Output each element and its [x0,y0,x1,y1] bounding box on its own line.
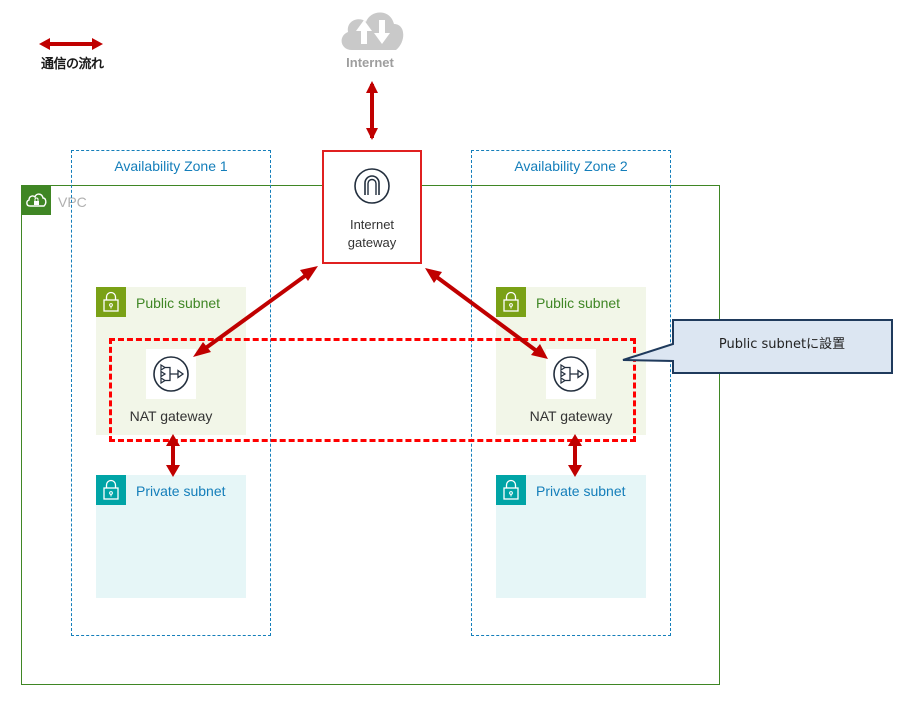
arrow-igw-nat-2 [425,268,548,359]
arrow-internet-igw [366,81,378,140]
availability-zone-2-label: Availability Zone 2 [514,158,628,174]
private-subnet-2-label: Private subnet [536,483,626,499]
nat-gateway-icon [153,356,189,392]
callout-shape [622,319,893,374]
vpc-label: VPC [58,194,87,210]
callout-text: Public subnetに設置 [718,337,846,352]
arrow-igw-nat-1 [193,266,318,357]
nat-gateway-icon [553,356,589,392]
internet-label: Internet [346,55,394,70]
availability-zone-1-label: Availability Zone 1 [114,158,228,174]
internet-cloud-icon [341,12,404,50]
vpc-badge [21,185,51,215]
internet-gateway-label: Internet gateway [322,216,422,252]
private-subnet-1-label: Private subnet [136,483,226,499]
lock-icon [503,291,519,312]
vpc-cloud-lock-icon [26,193,47,207]
internet-gateway-label-line1: Internet [349,217,395,232]
public-subnet-2-label: Public subnet [536,295,621,311]
nat-gateway-2 [546,349,596,399]
availability-zone-2 [471,150,671,636]
legend-arrow-icon [39,38,103,50]
public-subnet-1-badge [96,287,126,317]
lock-icon [103,479,119,500]
legend-label: 通信の流れ [41,57,104,72]
lock-icon [103,291,119,312]
private-subnet-1-badge [96,475,126,505]
arrow-nat-private-2 [568,434,582,477]
nat-gateway-2-label: NAT gateway [529,408,613,424]
nat-gateway-1-label: NAT gateway [129,408,213,424]
lock-icon [503,479,519,500]
availability-zone-1 [71,150,271,636]
private-subnet-2-badge [496,475,526,505]
internet-gateway-label-line2: gateway [347,235,397,250]
public-subnet-1-label: Public subnet [136,295,221,311]
arrow-nat-private-1 [166,434,180,477]
nat-highlight-box [109,338,636,442]
public-subnet-2-badge [496,287,526,317]
internet-gateway-icon [354,168,390,204]
nat-gateway-1 [146,349,196,399]
